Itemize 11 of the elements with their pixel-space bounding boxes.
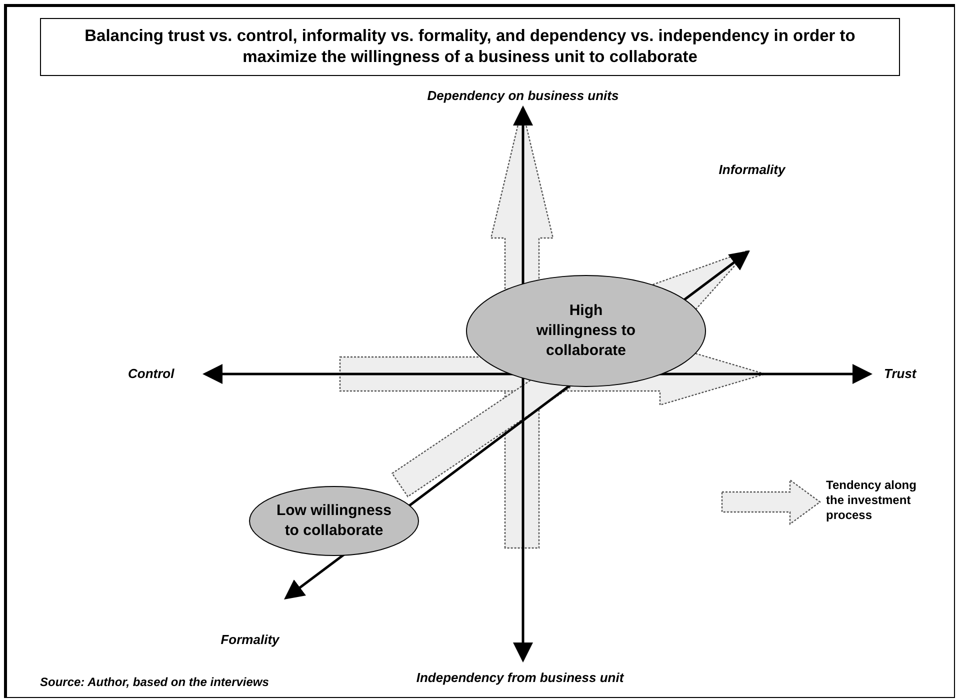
- legend-label: Tendency along the investment process: [826, 478, 918, 523]
- node-label: Low willingness to collaborate: [275, 501, 392, 541]
- axis-label: Informality: [718, 162, 786, 177]
- title-box: Balancing trust vs. control, informality vs. formality, and dependency vs. independency in order to maximize the willingness of a business unit to collaborate: [40, 18, 900, 76]
- node-label: High willingness to collaborate: [535, 301, 637, 361]
- axis-label: Dependency on business units: [427, 88, 619, 103]
- axis-label: Control: [128, 366, 174, 381]
- source-note: Source: Author, based on the interviews: [40, 675, 269, 689]
- axis-label: Formality: [220, 632, 280, 647]
- axis-label: Trust: [884, 366, 916, 381]
- axis-label: Independency from business unit: [416, 670, 624, 685]
